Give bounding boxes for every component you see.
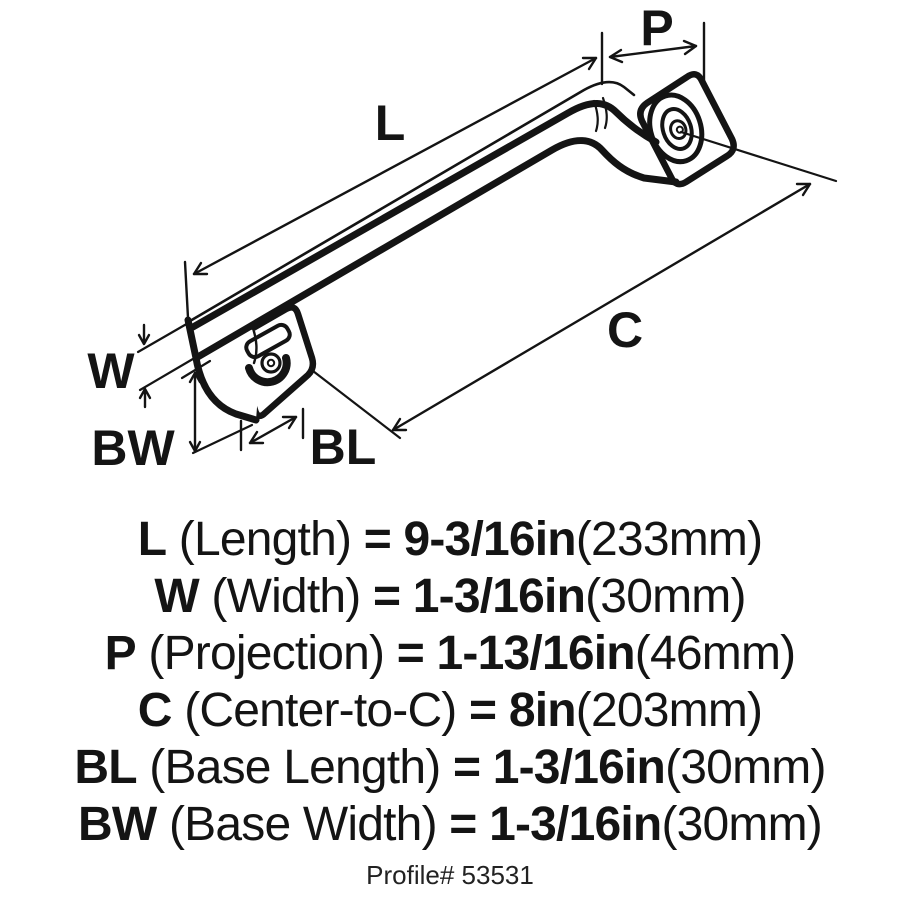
spec-line-base-length: BL (Base Length) = 1-3/16in(30mm) — [0, 739, 900, 796]
dim-bw-arrowhead-top — [188, 371, 202, 384]
spec-line-base-width: BW (Base Width) = 1-3/16in(30mm) — [0, 796, 900, 853]
spec-metric: (203mm) — [575, 684, 763, 737]
dim-bl: BL — [239, 407, 377, 475]
dim-p-label: P — [640, 0, 673, 56]
dim-p: P — [600, 0, 706, 86]
dim-w-arrow-down — [137, 323, 151, 346]
right-post-inner-ring — [669, 119, 688, 141]
dim-c: C — [311, 130, 838, 440]
spec-abbr: C — [137, 684, 173, 737]
right-post-outer-ring — [647, 92, 705, 165]
dim-c-line — [391, 182, 812, 432]
dim-c-label: C — [607, 302, 643, 358]
dim-bw-arrowhead-bottom — [188, 440, 202, 453]
left-plate-slot — [244, 322, 292, 360]
left-plate-washer — [245, 354, 291, 387]
spec-abbr: BW — [78, 798, 157, 851]
spec-value: = 1-3/16in — [452, 741, 666, 794]
spec-metric: (30mm) — [661, 798, 822, 851]
spec-line-width: W (Width) = 1-3/16in(30mm) — [0, 568, 900, 625]
dim-bw-tick-bottom — [191, 423, 254, 455]
spec-abbr: L — [137, 513, 167, 566]
dim-p-arrowhead-right — [682, 39, 698, 56]
dim-w: W — [87, 320, 200, 409]
dim-c-ext-line-left — [311, 369, 402, 440]
dim-bw-tick-top — [180, 359, 212, 380]
spec-name: (Length) — [166, 513, 364, 566]
dim-w-ext-line-lower — [138, 354, 200, 392]
spec-name: (Base Length) — [136, 741, 453, 794]
spec-name: (Projection) — [135, 627, 397, 680]
dim-w-arrow-up — [138, 387, 152, 409]
dim-bl-line — [248, 415, 298, 445]
bar-top-back-edge — [188, 80, 636, 323]
spec-line-length: L (Length) = 9-3/16in(233mm) — [0, 511, 900, 568]
spec-abbr: BL — [74, 741, 137, 794]
dim-l-label: L — [375, 95, 406, 151]
dim-l: L — [183, 56, 598, 320]
spec-line-projection: P (Projection) = 1-13/16in(46mm) — [0, 625, 900, 682]
spec-metric: (30mm) — [665, 741, 826, 794]
spec-value: = 8in — [469, 684, 577, 737]
spec-value: = 1-3/16in — [449, 798, 662, 851]
dim-p-arrowhead-left — [608, 48, 624, 64]
dim-bw-label: BW — [91, 420, 175, 476]
dim-l-line — [192, 56, 598, 276]
dim-w-label: W — [87, 343, 135, 399]
spec-metric: (233mm) — [575, 513, 763, 566]
bar-left-end-edge — [184, 316, 200, 362]
dimension-annotations: L P C — [87, 0, 838, 476]
dim-l-arrowhead-right — [581, 56, 598, 71]
dim-c-arrowhead-right — [795, 182, 812, 197]
dim-l-arrowhead-left — [192, 261, 209, 276]
spec-list: L (Length) = 9-3/16in(233mm) W (Width) =… — [0, 511, 900, 853]
right-neck-hatch-2 — [601, 96, 608, 130]
right-post-middle-ring — [660, 107, 694, 151]
right-neck-hatch-1 — [592, 99, 599, 133]
dim-bl-label: BL — [310, 419, 377, 475]
spec-line-center-to-center: C (Center-to-C) = 8in(203mm) — [0, 682, 900, 739]
bar-bottom-front-edge — [192, 137, 680, 362]
spec-value: = 1-13/16in — [396, 627, 636, 680]
spec-name: (Base Width) — [156, 798, 450, 851]
spec-metric: (30mm) — [585, 570, 746, 623]
dim-l-tick-left — [183, 260, 190, 320]
dim-bl-arrowhead-left — [248, 430, 265, 445]
handle-drawing — [184, 71, 737, 424]
dim-c-ext-line-right — [679, 130, 838, 183]
spec-name: (Width) — [198, 570, 373, 623]
dim-bl-arrowhead-right — [281, 415, 298, 430]
dim-w-ext-line-upper — [136, 320, 192, 354]
handle-diagram-svg: L P C — [87, 0, 838, 476]
dim-c-arrowhead-left — [391, 417, 408, 432]
left-plate-screw — [260, 352, 282, 374]
spec-abbr: W — [154, 570, 199, 623]
dim-p-line — [608, 44, 698, 59]
left-plate-screw-center — [266, 358, 276, 368]
spec-abbr: P — [104, 627, 137, 680]
spec-value: = 1-3/16in — [372, 570, 586, 623]
spec-value: = 9-3/16in — [363, 513, 577, 566]
right-base-plate — [637, 71, 737, 188]
bar-top-front-edge — [189, 100, 660, 331]
profile-number: Profile# 53531 — [366, 860, 534, 890]
spec-metric: (46mm) — [634, 627, 796, 680]
spec-name: (Center-to-C) — [171, 684, 470, 737]
